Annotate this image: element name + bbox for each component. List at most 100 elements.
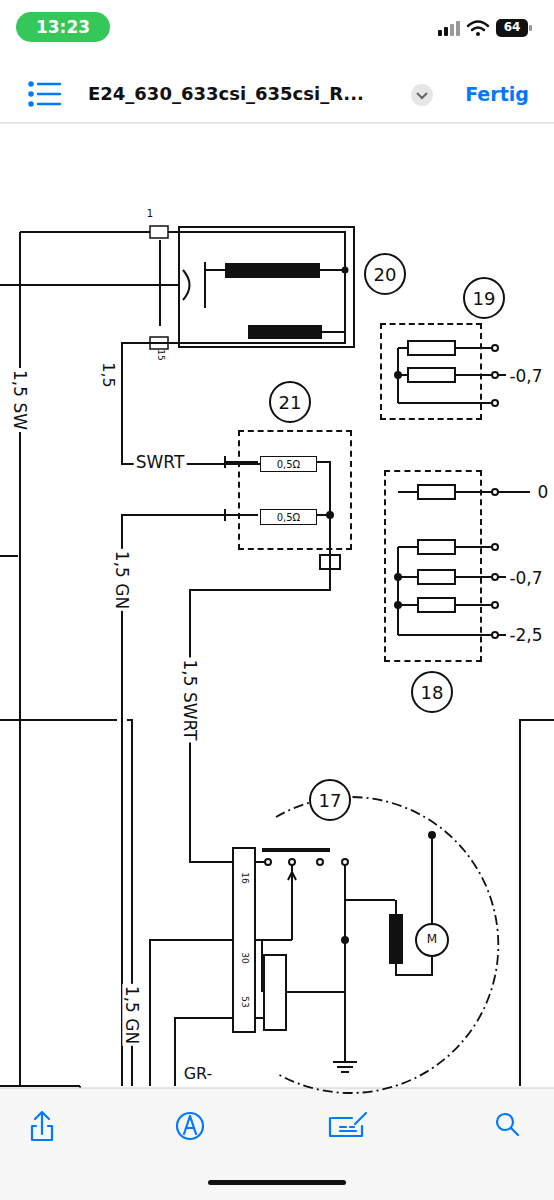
signal-icon: [450, 24, 454, 36]
wire-label: GR-: [182, 1065, 215, 1083]
signal-icon: [444, 27, 448, 36]
motor-symbol-letter: M: [427, 933, 437, 946]
heating-element: [248, 325, 322, 339]
component-17-internals: [265, 859, 271, 865]
list-icon: [30, 103, 33, 106]
time-pill: [16, 12, 110, 42]
resistor-symbol: [408, 341, 455, 355]
component-19-internals: [492, 345, 498, 351]
wire-label: 1,5 GN: [113, 549, 132, 611]
home-indicator: [208, 1180, 346, 1185]
resistance-label: -0,7: [507, 569, 544, 588]
relay-wiring: [262, 960, 345, 992]
resistor-wiring: [398, 492, 530, 635]
signal-icon: [438, 21, 460, 36]
relay-unit: 20: [178, 226, 355, 348]
resistor-symbol: 0,5Ω: [260, 456, 317, 472]
battery-tip: [529, 25, 532, 31]
junction-dot: [342, 267, 349, 274]
separator: [0, 123, 554, 124]
resistor-symbol: [418, 485, 455, 499]
resistor-pack: 19: [380, 323, 482, 420]
component-18-internals: [395, 574, 401, 580]
document-title: E24_630_633csi_635csi_R...: [88, 84, 364, 104]
resistor-pack: 18: [384, 470, 482, 662]
component-18-internals: [492, 574, 498, 580]
connector-block: [233, 848, 255, 1032]
wire: [0, 284, 160, 286]
markup-pen: [184, 1116, 196, 1134]
field-coil: [390, 915, 402, 963]
switch-wiring: [262, 862, 395, 1062]
battery-icon: [496, 19, 528, 37]
component-19-internals: [395, 341, 506, 406]
relay-coil: [264, 955, 286, 1030]
wire-gr: [175, 1018, 233, 1086]
pin-number: 53: [239, 994, 249, 1009]
share-icon: [32, 1112, 52, 1140]
resistor-symbol: [408, 368, 455, 382]
component-18-internals: [492, 489, 498, 495]
signal-icon: [456, 21, 460, 36]
pin-wiring: [255, 862, 262, 1018]
component-21-internals: [225, 456, 340, 569]
resistor-symbol: 0,5Ω: [260, 509, 317, 525]
bottom-toolbar: [0, 1088, 554, 1200]
status-bar: [16, 12, 532, 42]
chevron-button: [411, 84, 433, 106]
list-icon: [38, 93, 60, 96]
resistor-symbol: [418, 598, 455, 612]
resistor-symbol: [418, 540, 455, 554]
done-button: Fertig: [465, 84, 529, 105]
search-handle: [511, 1128, 518, 1135]
wire-label: 1,5: [99, 360, 117, 389]
box-outline: [520, 720, 554, 1086]
toolbar-icons: [32, 1112, 518, 1140]
wire: [0, 720, 132, 1086]
wifi-dot: [476, 32, 480, 36]
wire: [150, 940, 233, 1086]
form-icon: [330, 1113, 366, 1136]
component-17-internals: [289, 859, 295, 865]
component-18-internals: [492, 602, 498, 608]
battery-level: 64: [504, 21, 521, 34]
pin-terminal: [150, 226, 168, 238]
relay-wiring: [160, 232, 345, 343]
status-time: 13:23: [36, 18, 90, 37]
resistance-value: 0,5Ω: [277, 459, 301, 470]
pin-number: 30: [239, 950, 249, 965]
resistance-label: 0: [536, 483, 551, 502]
resistance-value: 0,5Ω: [277, 512, 301, 523]
switch-bar: [262, 848, 330, 852]
markup-icon: [177, 1113, 203, 1139]
component-19-internals: [492, 372, 498, 378]
pin-number: 1: [147, 208, 153, 219]
list-icon: [30, 93, 33, 96]
component-19-internals: [395, 372, 401, 378]
list-icon: [38, 83, 60, 86]
wire-sw: [20, 232, 150, 1086]
pin-number: 15: [155, 349, 165, 360]
wifi-icon: [468, 22, 488, 27]
list-icon: [38, 103, 60, 106]
wifi-icon: [472, 28, 484, 31]
plug-terminal: [225, 456, 258, 521]
housing-arc: [276, 797, 498, 1093]
component-17-internals: [233, 832, 448, 1072]
callout-number: 18: [411, 671, 453, 713]
junction-dot: [327, 512, 333, 518]
callout-number: 20: [364, 253, 406, 295]
series-resistor-unit: 210,5Ω0,5Ω: [238, 430, 352, 550]
wire-gn: [122, 515, 248, 1086]
component-19-internals: [492, 400, 498, 406]
heating-element: [225, 263, 320, 278]
wire: [0, 555, 18, 557]
wire-label: 1,5 GN: [123, 984, 142, 1046]
separator: [0, 1088, 554, 1089]
wiring: [0, 232, 554, 1090]
component-17-internals: [342, 859, 348, 865]
motor-symbol: [416, 924, 448, 956]
component-17-internals: [317, 859, 323, 865]
